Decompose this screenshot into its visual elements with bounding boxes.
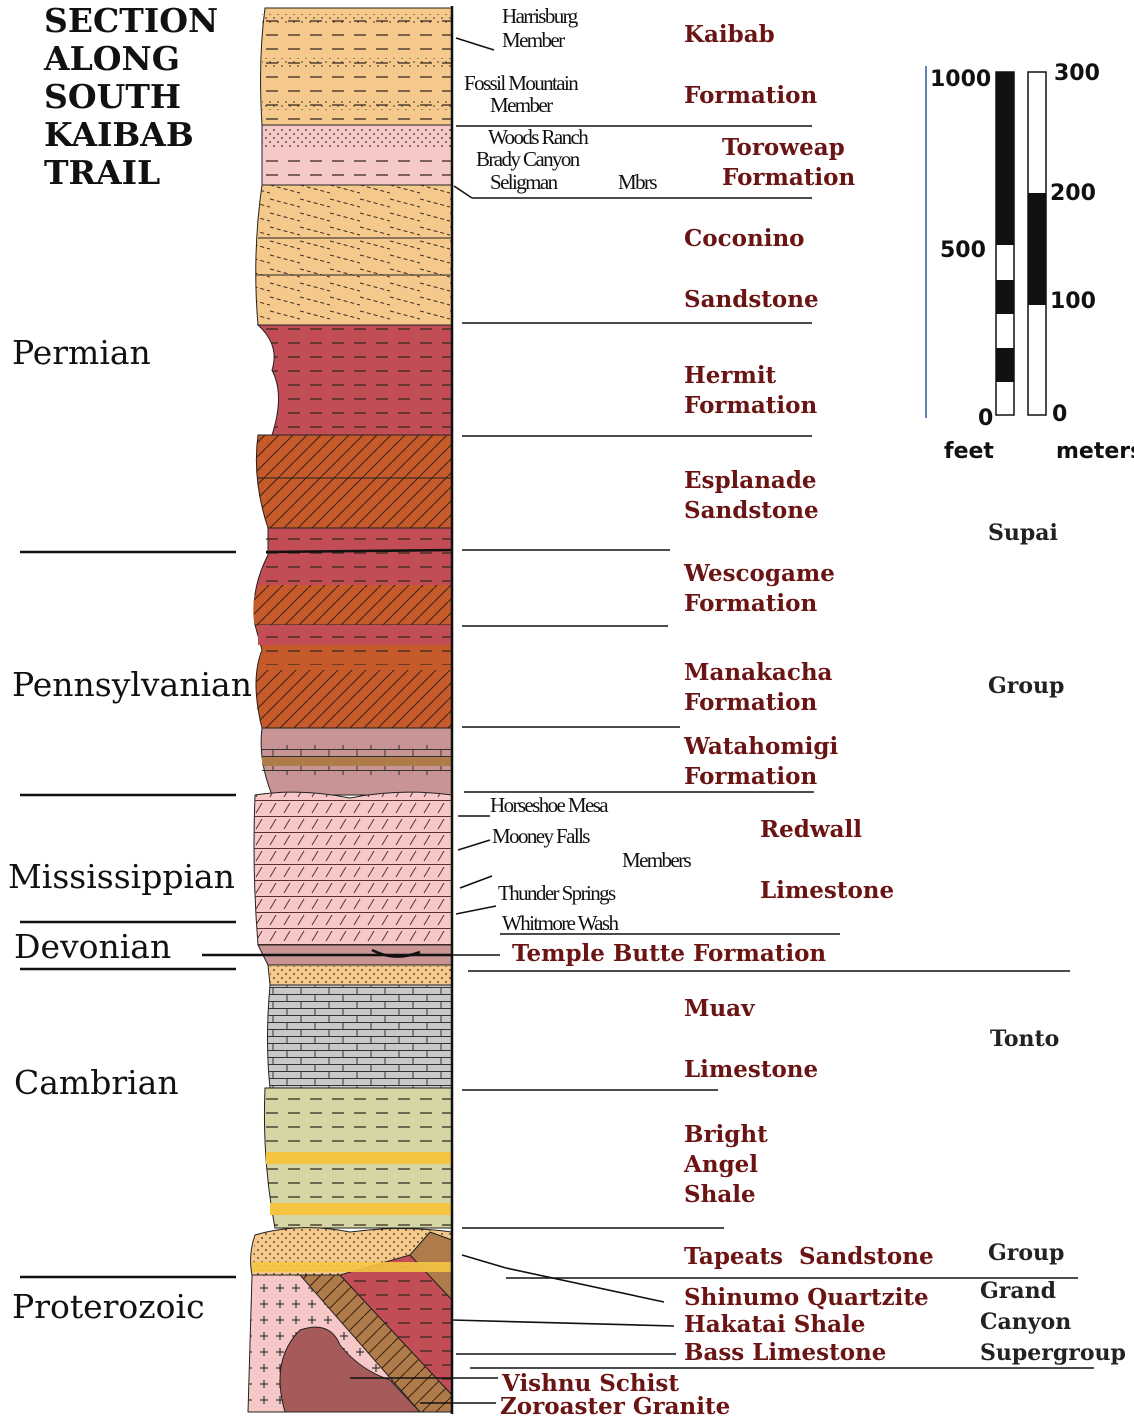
formation-label: Formation [684, 82, 817, 109]
stratigraphic-column [248, 6, 452, 1414]
meters-scale-bar [1028, 72, 1046, 415]
formation-label: Muav [684, 995, 755, 1022]
formation-label: Temple Butte Formation [512, 940, 826, 967]
group-label: Grand [980, 1278, 1056, 1304]
feet-scale-bar [996, 72, 1014, 415]
scale-feet-500: 500 [940, 238, 986, 263]
member-label: Members [622, 848, 692, 872]
member-label: Seligman [490, 170, 559, 194]
group-labels: Supai Group Tonto Group Grand Canyon Sup… [980, 520, 1126, 1366]
formation-label: Coconino [684, 225, 805, 252]
period-devonian: Devonian [14, 927, 171, 966]
scale-meters-0: 0 [1052, 402, 1067, 427]
scale-bar: 1000 500 0 feet 300 200 100 0 meters [926, 61, 1134, 464]
formation-label: Tapeats Sandstone [684, 1243, 934, 1270]
formation-label: Manakacha [684, 659, 833, 686]
member-label: Harrisburg [502, 4, 579, 28]
formation-label: Sandstone [684, 497, 819, 524]
member-label: Mooney Falls [492, 824, 590, 848]
member-label: Brady Canyon [476, 147, 581, 171]
scale-meters-200: 200 [1050, 181, 1096, 206]
scale-meters-100: 100 [1050, 289, 1096, 314]
formation-label: Hakatai Shale [684, 1311, 865, 1338]
member-label: Thunder Springs [498, 881, 616, 905]
formation-label: Esplanade [684, 467, 817, 494]
period-cambrian: Cambrian [14, 1063, 179, 1102]
formation-label: Formation [722, 164, 855, 191]
formation-labels: Kaibab Formation Toroweap Formation Coco… [500, 21, 934, 1418]
formation-label: Sandstone [684, 286, 819, 313]
title-block: SECTION ALONG SOUTH KAIBAB TRAIL [43, 1, 218, 192]
formation-label: Bright [684, 1121, 768, 1148]
group-label: Canyon [980, 1309, 1071, 1335]
period-proterozoic: Proterozoic [12, 1287, 205, 1326]
formation-label: Limestone [684, 1056, 818, 1083]
formation-label: Formation [684, 763, 817, 790]
formation-label: Shinumo Quartzite [684, 1284, 929, 1311]
formation-label: Wescogame [683, 560, 835, 587]
group-label: Tonto [990, 1026, 1059, 1052]
member-label: Whitmore Wash [502, 911, 619, 935]
scale-feet-1000: 1000 [930, 67, 991, 92]
scale-meters-300: 300 [1054, 61, 1100, 86]
scale-feet-label: feet [944, 439, 994, 464]
title-line: TRAIL [44, 153, 160, 192]
formation-label: Shale [684, 1181, 756, 1208]
title-line: SECTION [44, 1, 218, 40]
member-label: Mbrs [618, 170, 657, 194]
title-line: KAIBAB [44, 115, 194, 154]
formation-label: Redwall [760, 816, 862, 843]
formation-label: Kaibab [684, 21, 775, 48]
scale-feet-0: 0 [978, 406, 993, 431]
member-label: Horseshoe Mesa [490, 793, 609, 817]
member-label: Member [502, 28, 565, 52]
period-pennsylvanian: Pennsylvanian [12, 665, 252, 704]
member-label: Fossil Mountain [464, 71, 579, 95]
group-label: Group [988, 1240, 1064, 1266]
member-labels: Harrisburg Member Fossil Mountain Member… [464, 4, 692, 935]
scale-meters-label: meters [1056, 439, 1134, 464]
group-label: Group [988, 673, 1064, 699]
title-line: ALONG [43, 39, 180, 78]
member-label: Woods Ranch [488, 125, 589, 149]
formation-label: Bass Limestone [684, 1339, 886, 1366]
title-line: SOUTH [44, 77, 181, 116]
formation-label: Toroweap [722, 134, 845, 161]
period-permian: Permian [12, 333, 151, 372]
group-label: Supai [988, 520, 1058, 546]
formation-label: Hermit [684, 362, 777, 389]
formation-label: Formation [684, 689, 817, 716]
group-label: Supergroup [980, 1340, 1126, 1366]
formation-label: Limestone [760, 877, 894, 904]
formation-label: Zoroaster Granite [500, 1393, 730, 1418]
formation-label: Formation [684, 392, 817, 419]
formation-label: Angel [683, 1151, 758, 1178]
member-label: Member [490, 93, 553, 117]
formation-label: Watahomigi [683, 733, 838, 760]
formation-label: Formation [684, 590, 817, 617]
period-mississippian: Mississippian [8, 857, 235, 896]
